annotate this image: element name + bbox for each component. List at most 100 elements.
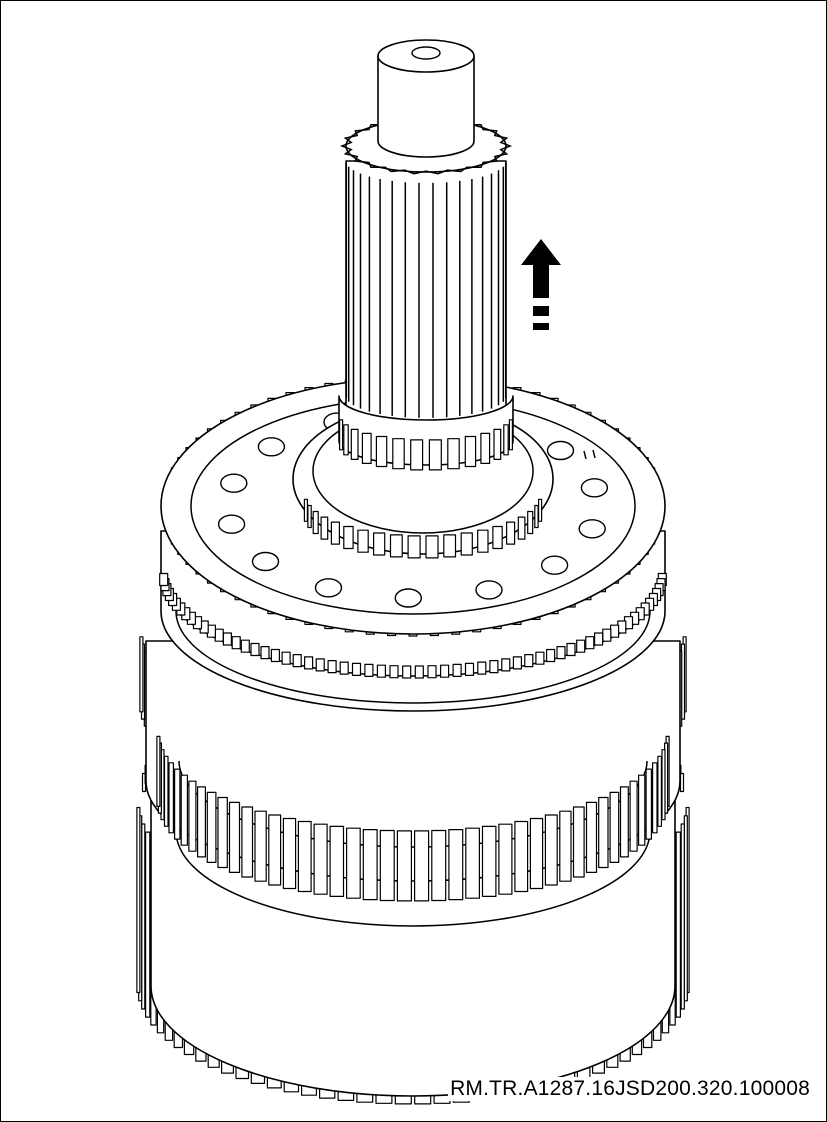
hub-bolt-hole [251, 551, 280, 572]
hub-lower-ring-tooth [376, 664, 386, 678]
hub-lower-ring-tooth [512, 656, 523, 670]
hub-lower-ring-tooth [250, 642, 260, 657]
boss-spline-tooth [357, 529, 369, 553]
middle-gear-lower-tooth [180, 774, 188, 846]
hub-index-marks [583, 449, 596, 460]
middle-gear-lower-tooth [514, 820, 529, 893]
middle-gear-lower-tooth [481, 825, 497, 898]
boss-spline-tooth [407, 535, 421, 559]
middle-gear-lower-tooth [465, 827, 480, 899]
middle-gear-groove [178, 760, 648, 848]
middle-gear-lower-tooth [206, 791, 217, 864]
hub-lower-ring-tooth [566, 642, 576, 657]
boss-spline-tooth [460, 532, 473, 556]
middle-gear-lower-tooth [228, 801, 241, 874]
middle-gear-lower-tooth [174, 768, 181, 840]
middle-gear-lower-tooth [498, 823, 513, 895]
collar-tooth [493, 428, 502, 460]
hub-lower-ring-tooth [260, 645, 270, 660]
collar-tooth [375, 435, 388, 468]
middle-gear-lower-tooth [156, 735, 161, 808]
boss-spline-tooth [389, 534, 403, 558]
shaft-pilot-cylinder [377, 55, 475, 158]
lower-gear-back-tooth [679, 772, 685, 793]
arrow-shaft [533, 276, 549, 298]
lower-gear-tooth [136, 806, 141, 994]
collar-tooth [464, 435, 477, 468]
middle-gear-lower-tooth [559, 810, 572, 882]
middle-gear-lower-tooth [657, 755, 663, 827]
shaft-collar-teeth [339, 419, 513, 471]
boss-spline-tooth [443, 534, 457, 558]
middle-gear-tooth [139, 636, 144, 713]
hub-lower-ring-tooth [327, 659, 337, 674]
hub-lower-ring-tooth [452, 663, 462, 678]
hub-bolt-hole [217, 514, 246, 534]
hub-lower-ring-tooth [602, 628, 612, 642]
hub-bolt-hole [546, 440, 575, 461]
lower-gear-tooth [145, 831, 151, 1018]
input-shaft [338, 39, 514, 471]
hub-lower-ring-tooth [593, 632, 604, 646]
hub-lower-ring-tooth [364, 663, 374, 678]
hub-lower-ring-tooth [304, 656, 314, 670]
boss-spline-tooth [330, 521, 340, 545]
hub-bolt-hole [257, 437, 286, 457]
boss-spline-tooth [527, 510, 534, 535]
hub-boss-spline-teeth [303, 498, 543, 559]
hub-lower-ring-tooth [292, 653, 302, 668]
hub-bolt-hole [220, 473, 248, 493]
middle-gear-lower-tooth [282, 817, 297, 890]
middle-gear-lower-tooth [217, 796, 228, 869]
hub-lower-ring-tooth [281, 651, 291, 665]
shaft-center-bore [411, 46, 441, 60]
boss-spline-tooth [425, 535, 439, 559]
hub-lower-ring-tooth [222, 632, 232, 646]
hub-lower-ring-tooth [214, 628, 224, 642]
middle-gear-lower-tooth [448, 828, 464, 901]
hub-lower-ring-tooth [270, 648, 280, 663]
middle-gear-lower-tooth [585, 801, 598, 874]
hub-drum-ring-2 [175, 610, 651, 704]
boss-spline-tooth [303, 498, 308, 522]
collar-tooth [339, 419, 344, 451]
upward-direction-arrow [521, 239, 561, 330]
middle-gear-lower-tooth [619, 786, 629, 858]
boss-spline-tooth [343, 525, 354, 550]
hub-lower-ring-tooth [545, 648, 556, 663]
hub-lower-ring-tooth [339, 661, 349, 675]
middle-gear-lower-tooth [645, 768, 652, 840]
hub-lower-ring-tooth [576, 639, 586, 653]
hub-bolt-hole [578, 519, 606, 539]
collar-tooth [428, 439, 442, 471]
hub-bolt-holes [217, 404, 609, 608]
hub-lower-ring-tooth [585, 636, 595, 650]
arrow-head [521, 239, 561, 276]
hub-lower-ring-tooth [414, 665, 424, 679]
hub-lower-ring-tooth [427, 665, 437, 679]
middle-gear-lower-tooth [241, 806, 254, 878]
middle-gear-lower-tooth [661, 749, 666, 821]
hub-lower-ring-tooth [240, 639, 250, 653]
middle-gear-lower-tooth [197, 786, 207, 858]
hub-lower-ring-tooth [440, 664, 450, 678]
lower-gear-tooth [675, 831, 682, 1018]
collar-tooth [503, 424, 509, 456]
middle-gear-lower-tooth [379, 829, 395, 902]
middle-gear-lower-tooth [346, 827, 361, 899]
collar-tooth [343, 424, 349, 456]
hub-lower-ring-tooth [389, 665, 399, 679]
boss-spline-tooth [320, 516, 329, 540]
boss-spline-tooth [506, 521, 516, 545]
middle-gear-lower-tooth [598, 796, 609, 869]
middle-gear-lower-tooth [544, 814, 558, 886]
collar-tooth [508, 419, 513, 451]
hub-lower-ring-tooth [464, 662, 475, 677]
hub-bolt-hole [540, 555, 569, 575]
boss-spline-tooth [492, 525, 503, 550]
synchronizer-hub [159, 375, 667, 712]
middle-gear-lower-tooth [529, 817, 544, 890]
hub-bolt-hole [314, 578, 343, 598]
